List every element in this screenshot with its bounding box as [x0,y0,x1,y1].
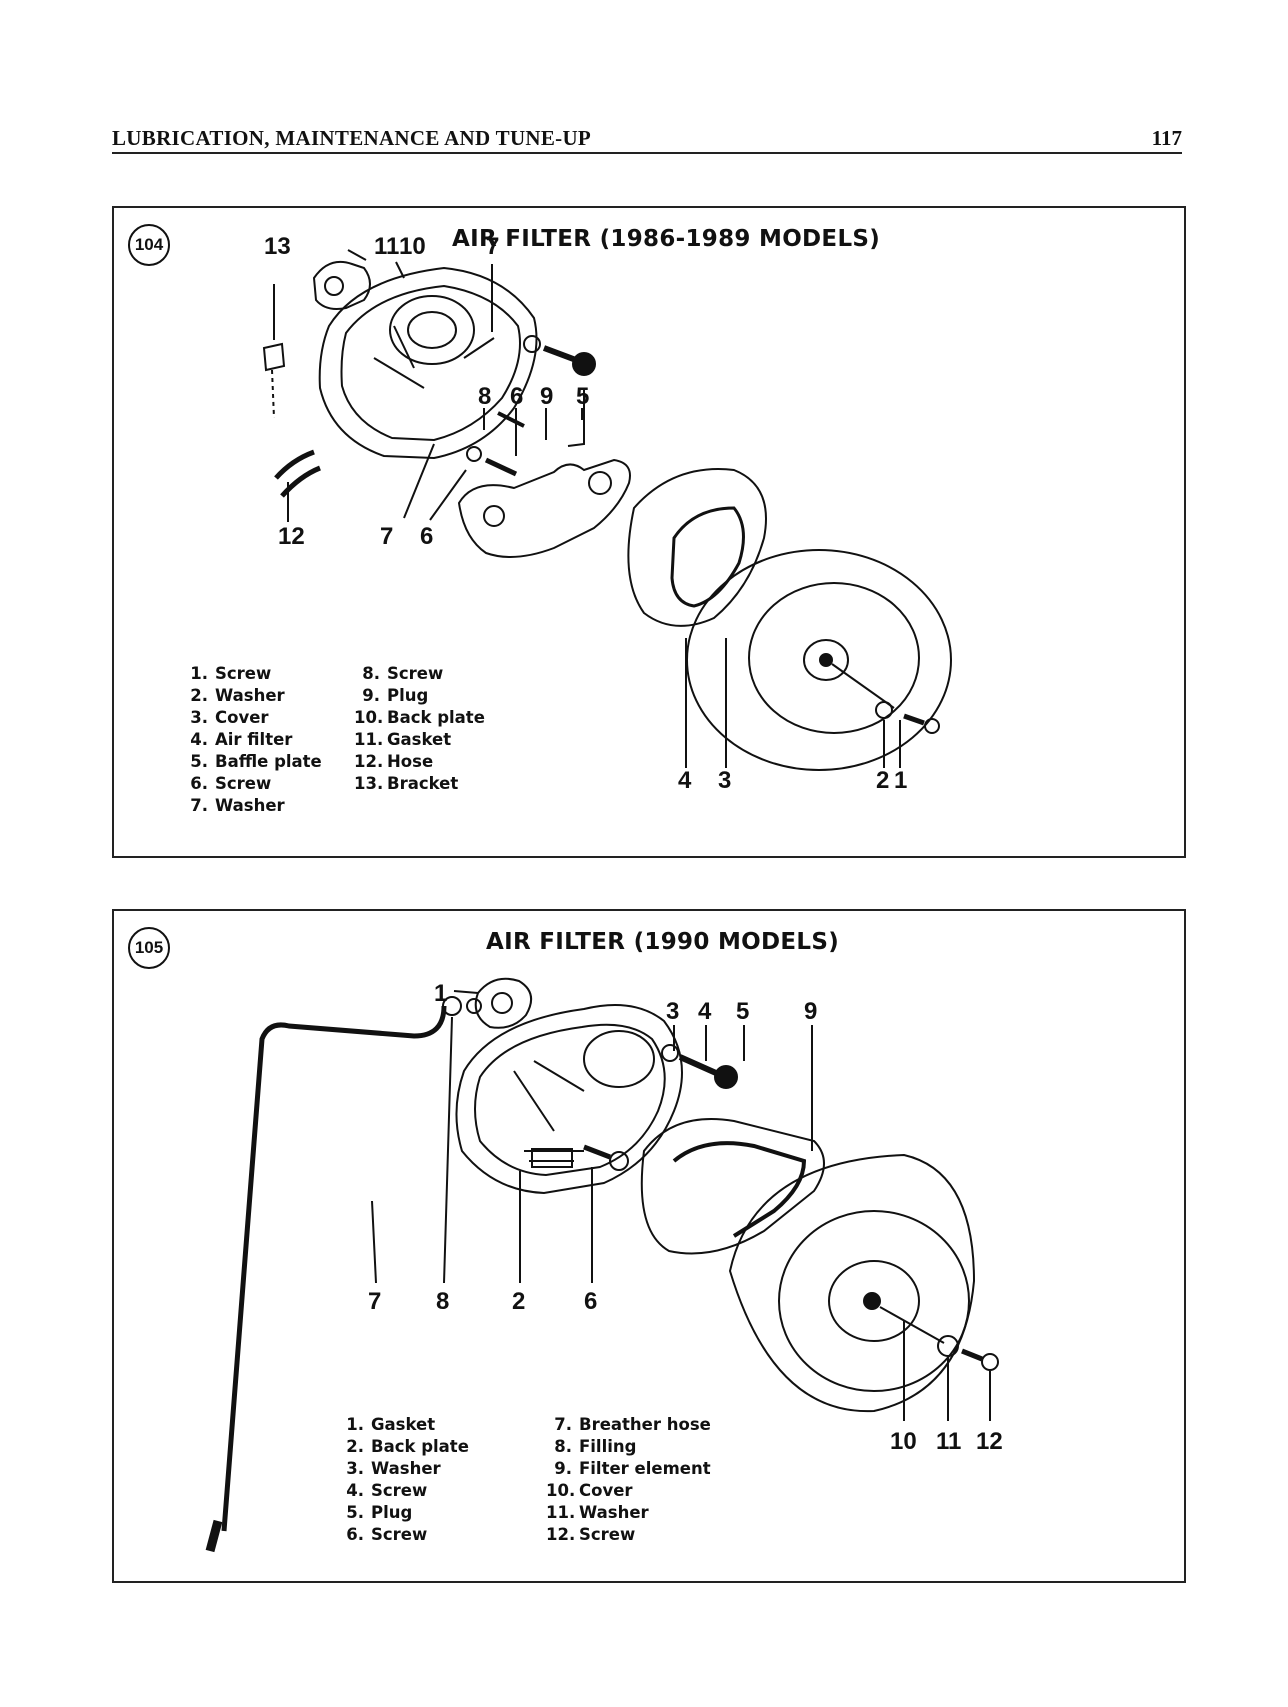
callout-labels: 1 3 4 5 9 7 8 2 6 10 11 12 [368,980,1003,1455]
legend-item: 1.Gasket [346,1415,436,1434]
section-title: LUBRICATION, MAINTENANCE AND TUNE-UP [112,126,592,150]
callout-3: 3 [718,767,731,794]
back-plate-part [455,1004,683,1195]
callout-labels: 13 11 10 7 8 6 9 5 12 7 6 4 3 2 1 [264,233,907,794]
filter-element-part [640,1118,825,1255]
callout-8: 8 [436,1288,449,1315]
callout-13: 13 [264,233,291,260]
callout-9: 9 [540,383,553,410]
callout-4: 4 [678,767,692,794]
hose-part [274,449,321,498]
legend-right: 8.Screw 9.Plug 10.Back plate 11.Gasket 1… [354,663,485,795]
legend-item: 2.Back plate [346,1437,469,1456]
legend-left: 1.Screw 2.Washer 3.Cover 4.Air filter 5.… [182,663,322,817]
callout-10: 10 [399,233,426,260]
legend-item: 11.Washer [546,1503,649,1522]
legend-item: 6.Screw [346,1525,428,1544]
callout-7: 7 [486,233,499,260]
legend-left: 1.Gasket 2.Back plate 3.Washer 4.Screw 5… [338,1414,469,1546]
legend-item: 11.Gasket [354,730,452,749]
legend-item: 10.Back plate [354,708,485,727]
callout-10: 10 [890,1428,917,1455]
figure-105: 105 AIR FILTER (1990 MODELS) [112,909,1186,1583]
air-filter-part [627,468,767,627]
callout-7b: 7 [380,523,393,550]
callout-1: 1 [894,767,907,794]
legend-item: 7.Washer [190,796,285,815]
legend-item: 4.Screw [346,1481,428,1500]
callout-12: 12 [278,523,305,550]
callout-4: 4 [698,998,712,1025]
legend-item: 8.Screw [362,664,444,683]
exploded-diagram-1990: 1 3 4 5 9 7 8 2 6 10 11 12 [205,977,1003,1553]
legend-item: 1.Screw [190,664,272,683]
cover-part [728,1153,976,1413]
back-plate-part [318,266,538,460]
callout-6b: 6 [420,523,433,550]
callout-7: 7 [368,1288,381,1315]
legend-item: 9.Filter element [554,1459,711,1478]
gasket-part [312,260,371,310]
figure-title: AIR FILTER (1990 MODELS) [486,929,840,955]
figure-number-badge: 104 [128,224,170,266]
callout-2: 2 [876,767,889,794]
figure-title: AIR FILTER (1986-1989 MODELS) [452,226,881,252]
legend-item: 5.Plug [346,1503,413,1522]
breather-hose-part [221,1005,447,1532]
callout-3: 3 [666,998,679,1025]
page-number: 117 [1151,126,1182,150]
callout-11: 11 [374,233,399,260]
legend-item: 3.Cover [190,708,269,727]
legend-item: 8.Filling [554,1437,637,1456]
callout-6: 6 [510,383,523,410]
callout-9: 9 [804,998,817,1025]
legend-item: 4.Air filter [190,730,293,749]
callout-5: 5 [736,998,749,1025]
callout-6: 6 [584,1288,597,1315]
callout-5: 5 [576,383,589,410]
page-header: LUBRICATION, MAINTENANCE AND TUNE-UP 117 [112,126,1182,154]
legend-item: 12.Hose [354,752,434,771]
legend-item: 3.Washer [346,1459,441,1478]
bracket-part [262,342,286,372]
exploded-diagram-1986-1989: 13 11 10 7 8 6 9 5 12 7 6 4 3 2 1 [262,233,952,794]
legend-item: 10.Cover [546,1481,633,1500]
legend-item: 9.Plug [362,686,429,705]
callout-12: 12 [976,1428,1003,1455]
legend-item: 12.Screw [546,1525,636,1544]
callout-1: 1 [434,980,447,1007]
callout-2: 2 [512,1288,525,1315]
legend-item: 7.Breather hose [554,1415,711,1434]
legend-right: 7.Breather hose 8.Filling 9.Filter eleme… [546,1414,711,1546]
callout-11: 11 [936,1428,961,1455]
callout-8: 8 [478,383,491,410]
legend-item: 2.Washer [190,686,285,705]
legend-item: 6.Screw [190,774,272,793]
baffle-plate-part [457,458,631,558]
legend-item: 5.Baffle plate [190,752,322,771]
gasket-part [474,977,533,1029]
figure-104: 104 AIR FILTER (1986-1989 MODELS) [112,206,1186,858]
legend-item: 13.Bracket [354,774,459,793]
figure-number-badge: 105 [128,927,170,969]
